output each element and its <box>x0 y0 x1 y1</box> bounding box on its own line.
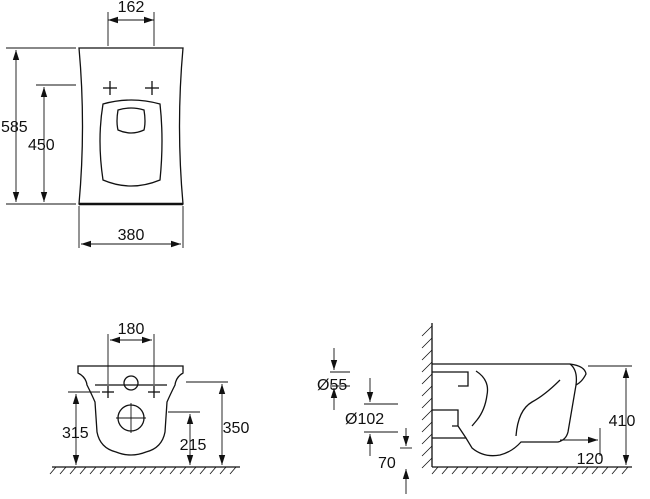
dim-outlet-offset-label: 162 <box>118 0 145 16</box>
side-view-inlet-detail <box>432 371 469 387</box>
fixing-hole-right <box>145 81 159 95</box>
dim-outlet-diameter: Ø102 <box>345 378 398 456</box>
dim-outlet-projection: 120 <box>560 428 603 468</box>
dim-overall-length: 585 <box>1 47 76 205</box>
top-view-bowl-outline <box>78 47 184 205</box>
dim-inlet-diameter-label: Ø55 <box>317 377 347 394</box>
top-view-drain-opening <box>116 107 146 134</box>
side-view-wall-hatch <box>421 325 433 469</box>
dim-fixing-height: 315 <box>62 391 100 465</box>
front-fixing-left <box>102 386 114 398</box>
fixing-hole-left <box>103 81 117 95</box>
dim-overall-height-label: 350 <box>223 420 250 437</box>
top-view-bowl-opening <box>99 99 163 187</box>
dim-floor-clearance-label: 70 <box>378 455 396 472</box>
dim-overall-length-label: 585 <box>1 119 28 136</box>
side-view-bowl-inner <box>471 370 561 437</box>
side-view-floor-hatch <box>431 466 629 475</box>
dim-outlet-offset: 162 <box>107 0 155 46</box>
dim-overall-width: 380 <box>78 206 184 248</box>
dim-fixing-spacing-label: 180 <box>118 321 145 338</box>
front-view: 180 315 350 215 <box>49 321 250 475</box>
front-view-inlet-circle <box>123 375 139 391</box>
dim-fixing-length-label: 450 <box>28 137 55 154</box>
front-view-bowl-outline <box>77 365 184 456</box>
dim-outlet-height: 215 <box>168 411 207 465</box>
dim-outlet-diameter-label: Ø102 <box>345 411 384 428</box>
side-view-outlet-detail <box>432 409 467 439</box>
front-fixing-right <box>148 386 160 398</box>
side-view-rim-detail <box>569 363 578 386</box>
front-view-floor-hatch <box>49 466 237 475</box>
dim-overall-height: 350 <box>186 381 250 465</box>
dim-outlet-height-label: 215 <box>180 437 207 454</box>
dim-outlet-projection-label: 120 <box>577 451 604 468</box>
side-view: Ø55 Ø102 70 410 120 <box>317 323 635 494</box>
dim-rim-height: 410 <box>588 365 636 465</box>
dim-fixing-height-label: 315 <box>62 425 89 442</box>
dim-floor-clearance: 70 <box>378 428 412 494</box>
dim-rim-height-label: 410 <box>609 413 636 430</box>
dim-overall-width-label: 380 <box>118 227 145 244</box>
side-view-bowl-outline <box>432 363 587 457</box>
dim-inlet-diameter: Ø55 <box>317 348 350 410</box>
dim-fixing-spacing: 180 <box>107 321 155 384</box>
dim-fixing-length: 450 <box>28 84 76 202</box>
top-view: 162 585 450 380 <box>1 0 184 248</box>
